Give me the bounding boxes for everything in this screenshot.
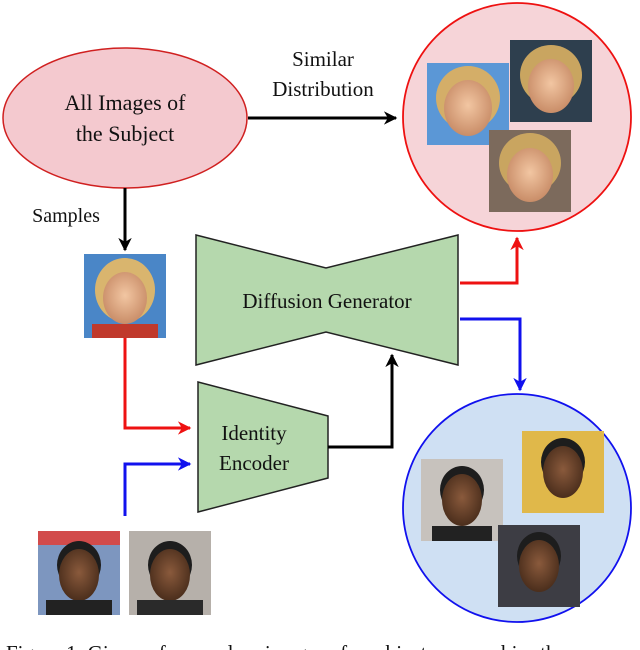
identity-face-photo-2: [522, 431, 604, 513]
all-images-label-line1: All Images of: [65, 90, 187, 115]
identity-encoder-label-line2: Encoder: [219, 451, 289, 475]
samples-label: Samples: [32, 205, 100, 227]
all-images-ellipse: [2, 47, 248, 189]
diffusion-generator-block: [195, 234, 459, 366]
identity-encoder-label-line1: Identity: [221, 421, 287, 445]
sample-to-encoder-arrow: [123, 338, 192, 435]
diffusion-generator-label: Diffusion Generator: [242, 289, 411, 313]
similar-face-photo-2: [510, 40, 592, 122]
similar-face-photo-3: [489, 130, 571, 212]
figure-caption: Figure 1: Given a few random images of a…: [6, 641, 566, 650]
identity-face-photo-3: [498, 525, 580, 607]
similar-distribution-label-line2: Distribution: [272, 77, 374, 101]
input-identity-photo-1: [38, 531, 120, 615]
input-identity-photo-2: [129, 531, 211, 615]
generator-to-similar-arrow: [460, 236, 524, 285]
sample-face-photo: [84, 254, 166, 338]
identity-encoder-block: [197, 381, 329, 513]
similar-distribution-label-line1: Similar: [292, 47, 354, 71]
identity-photos-to-encoder-arrow: [123, 457, 192, 516]
identity-face-photo-1: [421, 459, 503, 541]
encoder-to-generator-arrow: [328, 353, 399, 449]
generator-to-identity-arrow: [460, 317, 527, 392]
all-images-label-line2: the Subject: [76, 121, 174, 146]
